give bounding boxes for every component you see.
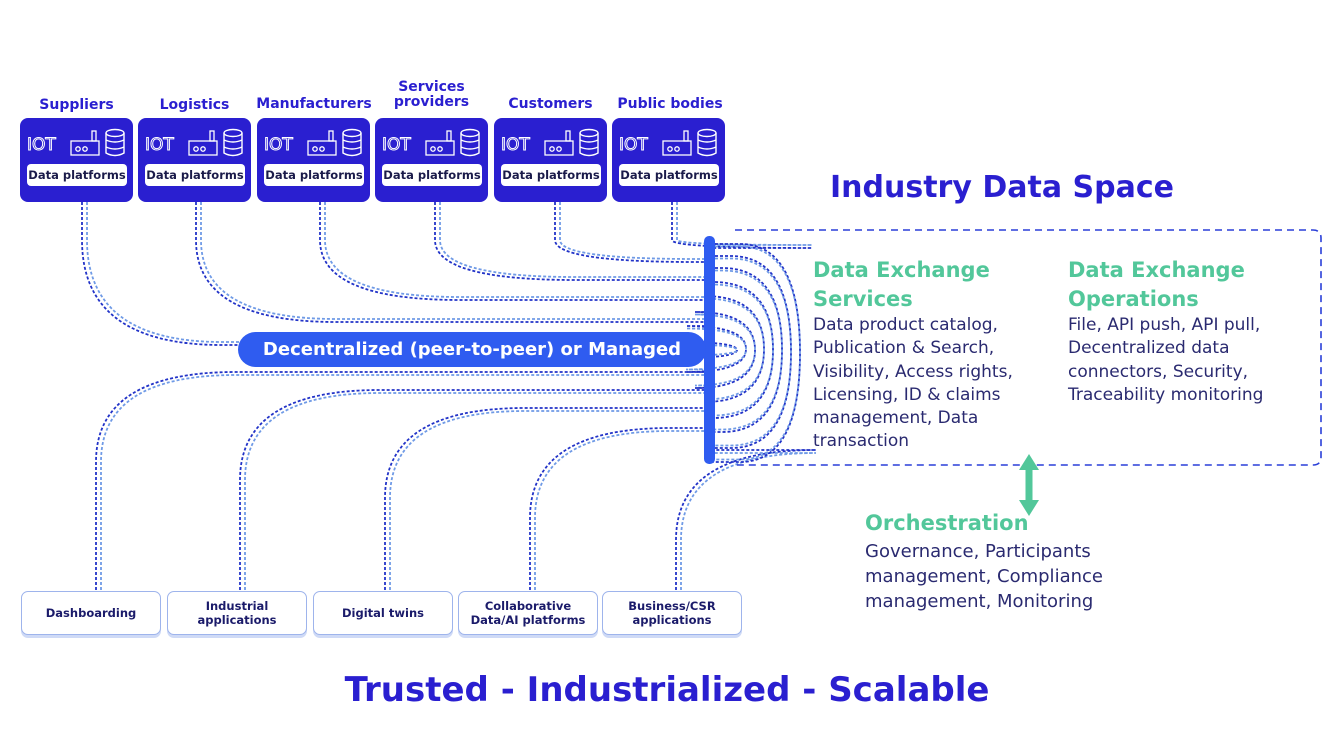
- data-exchange-services-heading: Data Exchange Services: [813, 258, 990, 311]
- line-collaborative-inner: [529, 427, 710, 590]
- data-platforms-label: Data platforms: [382, 164, 482, 186]
- app-collaborative-platforms: Collaborative Data/AI platforms: [458, 591, 598, 635]
- line-manufacturers-outer: [324, 202, 710, 298]
- line-collaborative-outer: [534, 430, 710, 590]
- line-services-providers-inner: [434, 202, 710, 281]
- line-suppliers-outer: [86, 202, 710, 343]
- line-suppliers-inner: [81, 202, 710, 346]
- source-label-services-providers: Services providers: [393, 79, 470, 110]
- data-platforms-label: Data platforms: [264, 164, 364, 186]
- source-box-manufacturers: Data platforms: [257, 118, 370, 202]
- source-label-public-bodies: Public bodies: [617, 96, 723, 112]
- data-exchange-operations-body: File, API push, API pull, Decentralized …: [1068, 315, 1264, 405]
- source-box-logistics: Data platforms: [138, 118, 251, 202]
- source-label-suppliers: Suppliers: [39, 97, 114, 113]
- line-digital-twins-inner: [384, 407, 710, 590]
- data-space-boundary: [735, 229, 1322, 466]
- app-label: Digital twins: [342, 606, 424, 620]
- source-label-manufacturers: Manufacturers: [256, 96, 372, 112]
- hub-loop-0-outer: [710, 245, 801, 461]
- orchestration-body: Governance, Participants management, Com…: [865, 541, 1103, 612]
- app-label: Business/CSR applications: [628, 599, 716, 627]
- line-customers-inner: [554, 202, 710, 263]
- hub-loop-0-inner: [710, 243, 801, 463]
- line-customers-outer: [559, 202, 710, 260]
- line-public-bodies-inner: [671, 202, 813, 249]
- hub-loop-5-inner: [694, 311, 756, 389]
- line-logistics-inner: [195, 202, 710, 323]
- orchestration-arrow-icon: [1019, 454, 1039, 516]
- data-exchange-services-body: Data product catalog, Publication & Sear…: [813, 315, 1013, 452]
- line-dashboarding-inner: [95, 371, 710, 590]
- connector-mode-pill: Decentralized (peer-to-peer) or Managed: [238, 332, 706, 367]
- connection-lines: [81, 202, 817, 590]
- hub-loop-3-inner: [710, 281, 774, 419]
- orchestration-heading: Orchestration: [865, 511, 1029, 535]
- line-manufacturers-inner: [319, 202, 710, 301]
- app-industrial-applications: Industrial applications: [167, 591, 307, 635]
- hub-bus-bar: [704, 236, 715, 464]
- source-box-customers: Data platforms: [494, 118, 607, 202]
- line-services-providers-outer: [439, 202, 710, 278]
- app-label: Dashboarding: [45, 606, 137, 620]
- line-business-csr-inner: [675, 449, 817, 590]
- app-label: Industrial applications: [197, 599, 277, 627]
- industry-data-space-title: Industry Data Space: [830, 170, 1174, 205]
- source-label-customers: Customers: [508, 96, 593, 112]
- hub-loop-5-outer: [694, 313, 756, 387]
- app-digital-twins: Digital twins: [313, 591, 453, 635]
- source-label-logistics: Logistics: [159, 97, 230, 113]
- data-platforms-label: Data platforms: [501, 164, 601, 186]
- source-box-services-providers: Data platforms: [375, 118, 488, 202]
- line-business-csr-outer: [680, 452, 817, 590]
- data-platforms-label: Data platforms: [145, 164, 245, 186]
- app-business-csr: Business/CSR applications: [602, 591, 742, 635]
- line-public-bodies-outer: [676, 202, 813, 246]
- line-logistics-outer: [200, 202, 710, 320]
- source-box-public-bodies: Data platforms: [612, 118, 725, 202]
- hub-loop-4-outer: [703, 297, 765, 401]
- data-platforms-label: Data platforms: [27, 164, 127, 186]
- line-industrial-apps-inner: [239, 389, 710, 590]
- hub-loop-3-outer: [710, 283, 774, 417]
- tagline-footer: Trusted - Industrialized - Scalable: [344, 670, 990, 710]
- app-dashboarding: Dashboarding: [21, 591, 161, 635]
- app-label: Collaborative Data/AI platforms: [470, 599, 586, 627]
- line-dashboarding-outer: [100, 374, 710, 590]
- hub-loop-2-outer: [710, 269, 783, 431]
- data-platforms-label: Data platforms: [619, 164, 719, 186]
- hub-loop-1-outer: [710, 257, 792, 447]
- line-digital-twins-outer: [389, 410, 710, 590]
- data-exchange-operations-heading: Data Exchange Operations: [1068, 258, 1245, 311]
- line-industrial-apps-outer: [244, 392, 710, 590]
- source-box-suppliers: Data platforms: [20, 118, 133, 202]
